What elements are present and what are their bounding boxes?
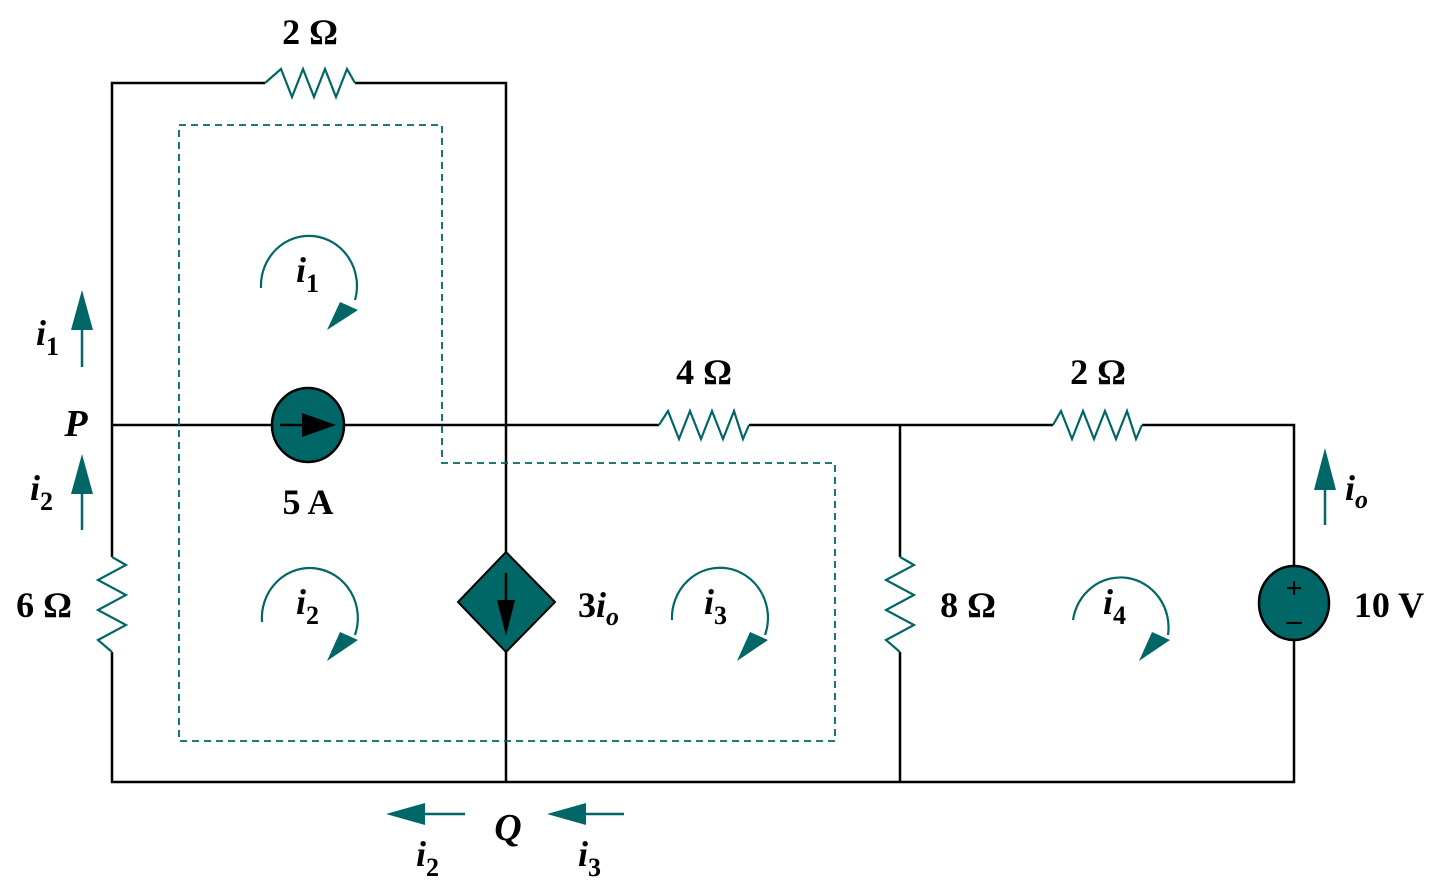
dependent-current-source (456, 550, 557, 654)
arrow-up-icon (1314, 448, 1336, 525)
mesh-label-i1: i1 (296, 250, 319, 298)
branch-label-io: io (1345, 468, 1368, 514)
arrow-down-icon (497, 600, 515, 636)
branch-label-q-i2: i2 (416, 834, 439, 882)
arrow-left-icon (386, 803, 465, 825)
wire-top-left (110, 81, 265, 425)
arrow-up-icon (71, 454, 93, 530)
mesh-arrow-i1 (259, 234, 358, 330)
voltage-source-10v (1257, 564, 1331, 642)
label-r-right-top: 2 Ω (1070, 352, 1126, 392)
resistor-8ohm (883, 556, 917, 653)
mesh-label-i4: i4 (1103, 582, 1126, 630)
mesh-label-i3: i3 (704, 582, 727, 630)
arrow-up-icon (71, 290, 93, 367)
label-r-center: 8 Ω (940, 585, 996, 625)
branch-label-q-i3: i3 (578, 834, 601, 882)
resistor-left-6ohm (95, 556, 129, 653)
resistor-top-2ohm (264, 65, 356, 101)
wire-left-bottom (110, 640, 1296, 784)
mesh-arrow-i4 (1071, 576, 1170, 661)
label-r-mid: 4 Ω (676, 352, 732, 392)
wire-top-right (355, 81, 508, 560)
resistor-right-2ohm (1052, 407, 1144, 443)
label-r-left: 6 Ω (16, 585, 72, 625)
arrow-right-icon (302, 413, 336, 437)
mesh-label-i2: i2 (296, 582, 319, 630)
label-dependent-source: 3io (578, 585, 619, 631)
plus-sign: + (1285, 572, 1302, 605)
minus-sign: – (1286, 604, 1303, 637)
current-source-5a (270, 386, 346, 464)
wire-right-top (1142, 423, 1296, 568)
mesh-arrow-i2 (260, 566, 359, 661)
branch-label-i1: i1 (36, 313, 59, 361)
branch-label-i2: i2 (30, 468, 53, 516)
mesh-arrow-i3 (670, 566, 770, 661)
wires (110, 81, 1296, 784)
resistor-mid-4ohm (658, 407, 751, 443)
label-current-source: 5 A (282, 482, 333, 522)
label-voltage-source: 10 V (1354, 585, 1424, 625)
label-r-top: 2 Ω (282, 12, 338, 52)
arrow-left-icon (547, 803, 624, 825)
node-p: P (63, 403, 88, 445)
node-q: Q (494, 807, 521, 849)
